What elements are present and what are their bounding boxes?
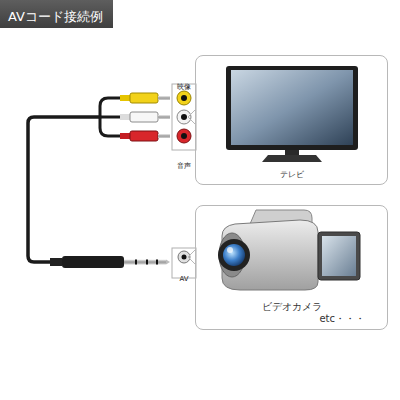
tv-bezel (226, 66, 358, 150)
tv-jack-panel (172, 84, 196, 150)
cable-wire (100, 116, 122, 119)
note-text: etc・・・ (319, 313, 365, 325)
camera-lcd (322, 236, 356, 276)
tv-stand (262, 155, 322, 162)
lens-glass (223, 244, 245, 266)
plug-boot (120, 114, 130, 120)
plug-ring (135, 260, 137, 265)
audio-right-plug (130, 131, 158, 141)
plug-body (62, 256, 124, 268)
tv-panel: テレビ (195, 55, 388, 185)
plug-boot (120, 133, 130, 139)
box-pointer (188, 250, 195, 264)
cable-main (28, 117, 100, 262)
plug-tip (158, 115, 170, 119)
camera-jack-panel (172, 248, 196, 278)
cable-wire (100, 117, 122, 136)
jack-label-holder: 映像 (170, 74, 198, 93)
plug-tip (158, 134, 170, 138)
video-plug (130, 93, 158, 103)
jack-panel (172, 84, 196, 150)
audio-right-jack (177, 129, 191, 143)
device-panel: ビデオカメラetc・・・ (195, 205, 388, 330)
cable-wire (100, 98, 122, 117)
plug-boot (120, 95, 130, 101)
device-name: ビデオカメラ (262, 301, 322, 313)
plug-tip (158, 96, 170, 100)
jack-label: 音声 (177, 162, 191, 170)
jack-label-holder: AV (170, 266, 198, 285)
rca-plugs (120, 93, 170, 141)
plug-point (166, 260, 170, 265)
audio-left-jack (177, 110, 191, 124)
jack-label: 映像 (177, 83, 191, 91)
title-banner: AVコード接続例 (0, 0, 113, 28)
audio-left-plug (130, 112, 158, 122)
jack-hole (182, 255, 187, 260)
lens-ring (218, 239, 250, 271)
mini-plug (50, 256, 170, 268)
plug-boot (50, 258, 62, 266)
title: AVコード接続例 (8, 9, 103, 24)
jack-hole (181, 114, 187, 120)
plug-ring (156, 260, 158, 265)
camera-body (222, 220, 318, 290)
plug-tip (124, 260, 166, 265)
device-name: テレビ (280, 170, 304, 180)
jack-hole (181, 133, 187, 139)
video-jack (177, 91, 191, 105)
av-cable (28, 98, 122, 262)
tv-illustration (226, 66, 358, 162)
tv-screen (231, 70, 353, 145)
jack-label-holder: 音声 (170, 153, 198, 172)
jack-hole (181, 95, 187, 101)
camera-illustration (218, 210, 360, 290)
jack-label: AV (179, 275, 188, 283)
box-pointer (188, 110, 195, 124)
jack-panel (172, 248, 196, 278)
lens-highlight (227, 247, 233, 253)
camera-lcd-frame (318, 232, 360, 280)
plug-ring (146, 260, 148, 265)
